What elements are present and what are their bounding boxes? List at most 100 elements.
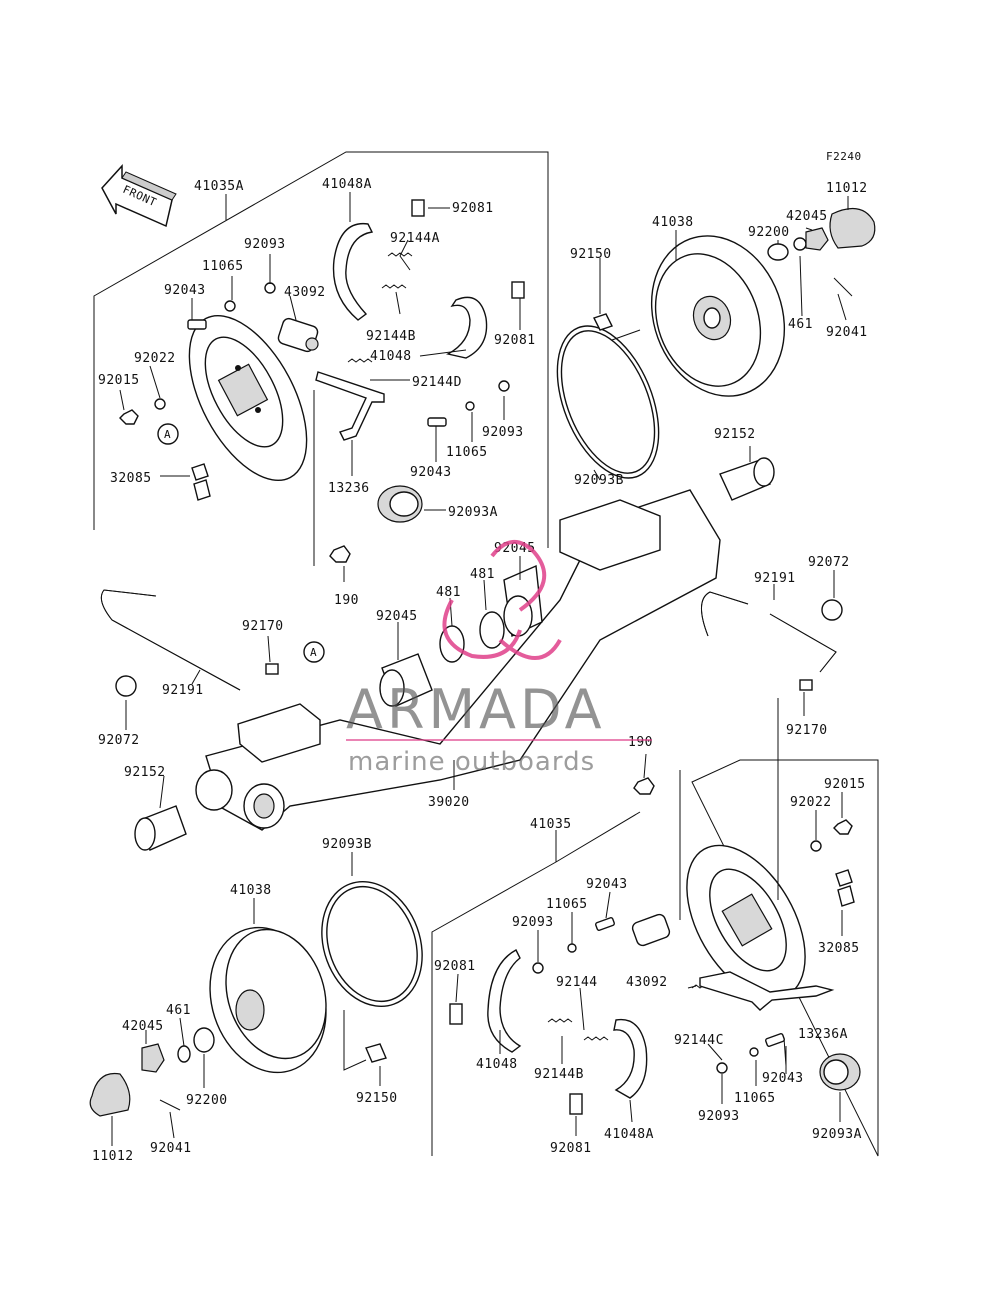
label-92015-bottom: 92015: [824, 777, 866, 792]
label-92200-bottom: 92200: [186, 1093, 228, 1108]
label-92144b-top: 92144B: [366, 329, 416, 344]
clip-92081-bottom2: [569, 1093, 583, 1115]
axle-housing-39020: [195, 489, 721, 831]
wheel-cylinder-bottom: [631, 913, 671, 947]
label-92041-top: 92041: [826, 325, 868, 340]
brake-drum-41038-bottom: [209, 926, 327, 1074]
ref-a-mid: A: [310, 646, 317, 659]
clamp-92170-left: [265, 663, 279, 675]
label-92043-top: 92043: [164, 283, 206, 298]
bearing-92045-upper: [503, 564, 543, 638]
label-92093-top: 92093: [244, 237, 286, 252]
cotter-pin-92041-bottom: [159, 1099, 181, 1111]
label-42045-top: 42045: [786, 209, 828, 224]
label-13236: 13236: [328, 481, 370, 496]
watermark-brand: ARMADA: [346, 678, 606, 741]
label-43092-bottom: 43092: [626, 975, 668, 990]
label-190-mid: 190: [628, 735, 653, 750]
brake-shoe-41048-bottom: [487, 949, 522, 1053]
washer-461-top: [793, 237, 807, 251]
label-92081-top2: 92081: [494, 333, 536, 348]
brake-panel-left: [188, 314, 308, 482]
ref-a-circle-top: [157, 423, 179, 445]
label-92072-right: 92072: [808, 555, 850, 570]
springs-top: [347, 252, 413, 363]
brake-lever-13236: [315, 371, 385, 441]
cap-11012-bottom: [89, 1072, 131, 1117]
clip-92072-right: [821, 599, 843, 621]
label-92093a-top: 92093A: [448, 505, 498, 520]
label-92150-bottom: 92150: [356, 1091, 398, 1106]
clip-32085-top: [191, 463, 211, 501]
brake-panel-right: [686, 844, 806, 1000]
washer-92200-bottom: [193, 1027, 215, 1053]
washer-11065-top: [224, 300, 236, 312]
label-92072-left: 92072: [98, 733, 140, 748]
clip-32085-bottom: [835, 869, 855, 907]
watermark: ARMADA marine outboards: [346, 540, 652, 777]
ref-a-circle-mid: [303, 641, 325, 663]
cotter-pin-92041-top: [833, 277, 853, 297]
washer-92093-top: [264, 282, 276, 294]
label-92093b-bottom: 92093B: [322, 837, 372, 852]
washer-11065-bottom2: [749, 1047, 759, 1057]
collar-92152-right: [719, 457, 775, 501]
clip-92081-bottom1: [449, 1003, 463, 1025]
label-92152-right: 92152: [714, 427, 756, 442]
wheel-cylinder-top: [277, 317, 319, 353]
label-92144b-bottom: 92144B: [534, 1067, 584, 1082]
label-92144: 92144: [556, 975, 598, 990]
label-190-top: 190: [334, 593, 359, 608]
label-11065-mid: 11065: [446, 445, 488, 460]
pin-92043-mid: [427, 417, 447, 427]
label-32085-top: 32085: [110, 471, 152, 486]
seal-92093a-top: [377, 485, 423, 523]
label-461-top: 461: [788, 317, 813, 332]
collar-92152-left: [134, 805, 187, 851]
label-92150-top: 92150: [570, 247, 612, 262]
label-92022-bottom: 92022: [790, 795, 832, 810]
watermark-logo-icon: [442, 540, 562, 660]
lower-brake-assembly-frame: [431, 759, 879, 1157]
label-481-upper: 481: [470, 567, 495, 582]
figure-code: F2240: [826, 150, 862, 163]
leader-lines: [111, 192, 849, 1146]
brake-shoe-41048-top: [446, 296, 488, 359]
label-92144c: 92144C: [674, 1033, 724, 1048]
clamp-92170-right: [799, 679, 813, 691]
bolt-190-mid: [633, 777, 655, 795]
front-direction-arrow: FRONT: [101, 164, 177, 228]
washer-11065-bottom1: [567, 943, 577, 953]
brake-shoe-41048a-top: [332, 222, 374, 321]
brake-lever-13236a: [699, 971, 835, 1011]
label-92144a: 92144A: [390, 231, 440, 246]
label-92043-bottom1: 92043: [586, 877, 628, 892]
label-92015-top: 92015: [98, 373, 140, 388]
nut-92015-top: [119, 409, 139, 425]
washer-92093-bottom2: [716, 1062, 728, 1074]
label-92041-bottom: 92041: [150, 1141, 192, 1156]
label-92200-top: 92200: [748, 225, 790, 240]
nut-92015-bottom: [833, 819, 853, 835]
label-92191-left: 92191: [162, 683, 204, 698]
label-41038-top: 41038: [652, 215, 694, 230]
seal-92093a-bottom: [819, 1053, 861, 1091]
bearing-92045-lower: [379, 653, 433, 707]
bolt-190-top: [329, 545, 351, 563]
label-32085-bottom: 32085: [818, 941, 860, 956]
washer-92200-top: [767, 243, 789, 261]
label-41048-top: 41048: [370, 349, 412, 364]
label-39020: 39020: [428, 795, 470, 810]
hose-92191-left: [100, 589, 241, 691]
label-41035a: 41035A: [194, 179, 244, 194]
nut-42045-bottom: [141, 1043, 165, 1073]
label-92170-right: 92170: [786, 723, 828, 738]
label-92081-bottom2: 92081: [550, 1141, 592, 1156]
label-92191-right: 92191: [754, 571, 796, 586]
label-461-bottom: 461: [166, 1003, 191, 1018]
part-labels: 41035A 41048A 92081 92144A 92093 11065 4…: [92, 177, 868, 1164]
label-92093-bottom2: 92093: [698, 1109, 740, 1124]
label-92045-lower: 92045: [376, 609, 418, 624]
washer-461-bottom: [177, 1045, 191, 1063]
label-92093a-bottom: 92093A: [812, 1127, 862, 1142]
